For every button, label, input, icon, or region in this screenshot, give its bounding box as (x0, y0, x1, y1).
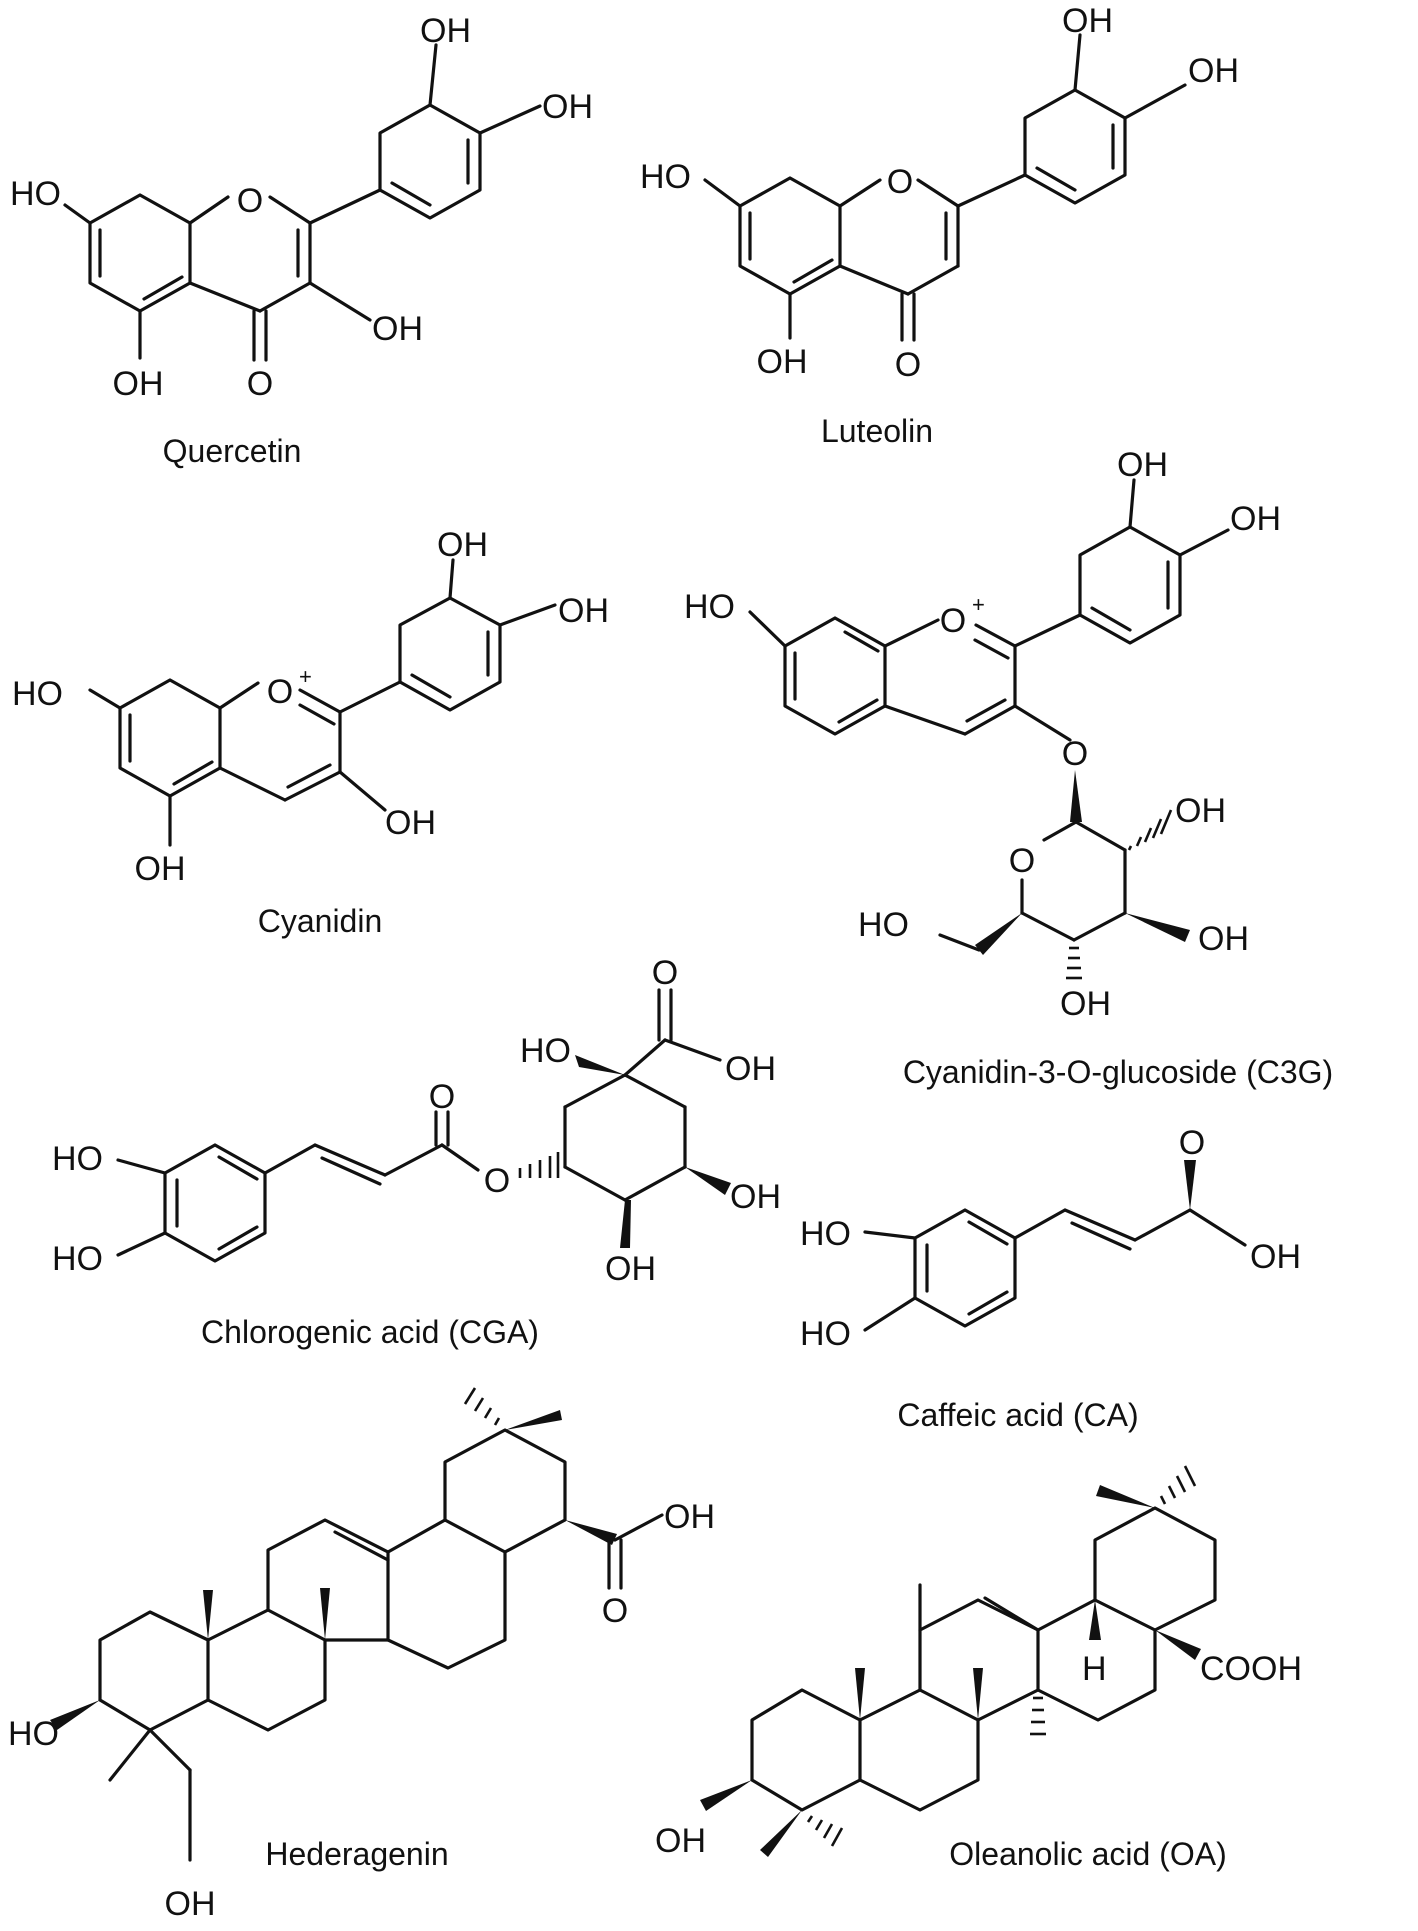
atom-hydroxyl: OH (730, 1178, 781, 1216)
atom-hydroxyl: OH (165, 1885, 216, 1923)
atom-carbonyl-oxygen: O (247, 365, 273, 403)
atom-hydroxyl: OH (1230, 500, 1281, 538)
atom-hydroxyl: HO (684, 588, 735, 626)
atom-ester-oxygen: O (484, 1162, 510, 1200)
atom-hydrogen: H (1082, 1650, 1107, 1688)
atom-hydroxyl: HO (800, 1215, 851, 1253)
atom-hydroxyl: HO (10, 175, 61, 213)
atom-hydroxyl: OH (437, 526, 488, 564)
atom-oxonium-oxygen: O (940, 602, 966, 640)
atom-hydroxyl: OH (1198, 920, 1249, 958)
atom-carbonyl-oxygen: O (652, 954, 678, 992)
compound-name: Caffeic acid (CA) (897, 1397, 1138, 1433)
compound-name: Oleanolic acid (OA) (949, 1836, 1226, 1872)
compound-name: Chlorogenic acid (CGA) (201, 1314, 539, 1350)
atom-hydroxyl: OH (372, 310, 423, 348)
atom-carbonyl-oxygen: O (895, 346, 921, 384)
atom-hydroxyl: OH (1175, 792, 1226, 830)
structure-hederagenin: HO OH OH O Hederagenin (8, 1387, 715, 1923)
atom-hydroxyl: HO (800, 1315, 851, 1353)
atom-hydroxyl: OH (725, 1050, 776, 1088)
atom-hydroxyl: OH (558, 592, 609, 630)
atom-carbonyl-oxygen: O (1179, 1124, 1205, 1162)
atom-hydroxyl: HO (520, 1032, 571, 1070)
atom-hydroxyl: OH (1250, 1238, 1301, 1276)
atom-hydroxyl: OH (113, 365, 164, 403)
atom-glycosidic-oxygen: O (1062, 735, 1088, 773)
atom-hydroxyl: OH (605, 1250, 656, 1288)
structure-caffeic-acid: HO HO O OH Caffeic acid (CA) (800, 1124, 1301, 1433)
compound-name: Cyanidin (258, 903, 383, 939)
charge-plus: + (972, 592, 985, 617)
atom-ring-oxygen: O (1009, 842, 1035, 880)
charge-plus: + (299, 664, 312, 689)
atom-hydroxyl: OH (664, 1498, 715, 1536)
atom-ring-oxygen: O (237, 182, 263, 220)
atom-hydroxyl: OH (1060, 985, 1111, 1023)
atom-hydroxyl: HO (858, 906, 909, 944)
atom-carboxyl: COOH (1200, 1650, 1302, 1688)
atom-hydroxyl: HO (8, 1715, 59, 1753)
atom-hydroxyl: OH (385, 804, 436, 842)
atom-hydroxyl: HO (52, 1240, 103, 1278)
compound-name: Hederagenin (265, 1836, 448, 1872)
structure-oleanolic-acid: H COOH OH Oleanolic acid (OA) (655, 1465, 1302, 1872)
atom-hydroxyl: HO (52, 1140, 103, 1178)
atom-ring-oxygen: O (887, 163, 913, 201)
compound-name: Luteolin (821, 413, 933, 449)
atom-hydroxyl: HO (12, 675, 63, 713)
atom-hydroxyl: HO (640, 158, 691, 196)
atom-hydroxyl: OH (757, 343, 808, 381)
structure-chlorogenic-acid: HO HO O O HO O OH OH OH Chlorogenic acid… (52, 954, 781, 1350)
atom-hydroxyl: OH (135, 850, 186, 888)
compound-name: Cyanidin-3-O-glucoside (C3G) (903, 1054, 1333, 1090)
atom-hydroxyl: OH (420, 12, 471, 50)
compound-name: Quercetin (163, 433, 302, 469)
atom-hydroxyl: OH (1117, 446, 1168, 484)
structure-cyanidin: O + HO OH OH OH OH Cyanidin (12, 526, 609, 939)
atom-hydroxyl: OH (655, 1822, 706, 1860)
structure-quercetin: O O HO OH OH OH OH Quercetin (10, 12, 593, 469)
atom-hydroxyl: OH (542, 88, 593, 126)
atom-oxonium-oxygen: O (267, 673, 293, 711)
structure-c3g: O + O O HO OH OH OH OH OH HO Cyanidin-3-… (684, 446, 1333, 1090)
atom-hydroxyl: OH (1062, 2, 1113, 40)
atom-carbonyl-oxygen: O (602, 1592, 628, 1630)
atom-carbonyl-oxygen: O (429, 1078, 455, 1116)
structure-luteolin: O O HO OH OH OH Luteolin (640, 2, 1239, 449)
atom-hydroxyl: OH (1188, 52, 1239, 90)
